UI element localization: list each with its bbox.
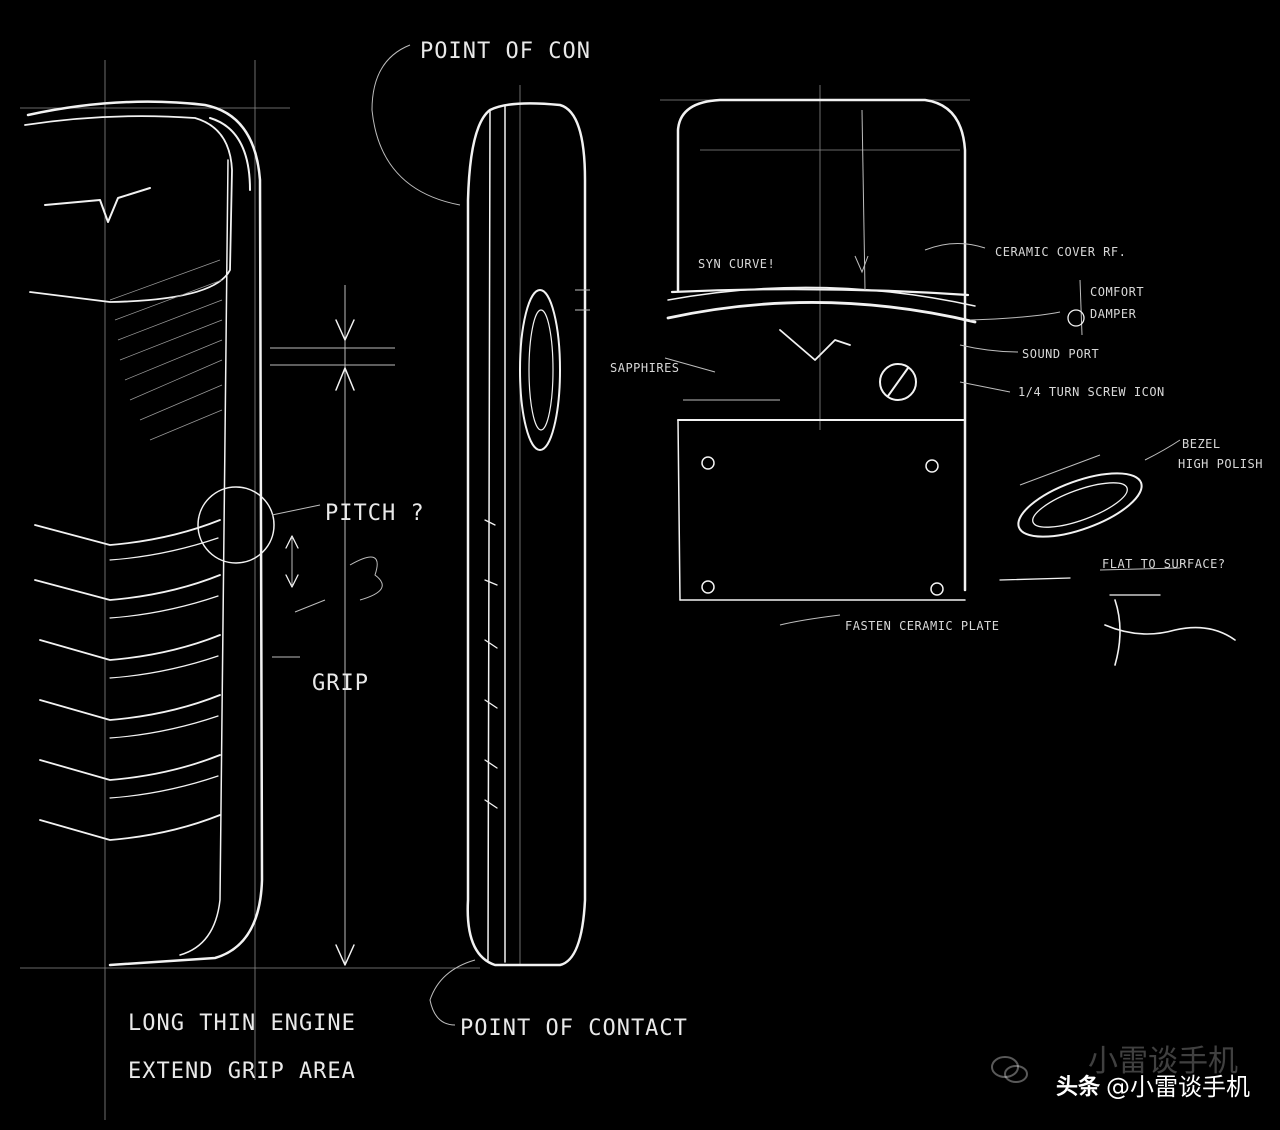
side-view-sketch	[371, 44, 590, 1026]
label-pitch: PITCH ?	[325, 501, 425, 526]
back-view-sketch	[660, 85, 1236, 666]
annotation-labels: POINT OF CON PITCH ? GRIP LONG THIN ENGI…	[128, 39, 1263, 1084]
label-syn-curve: SYN CURVE!	[698, 257, 775, 271]
label-point-of-contact-top: POINT OF CON	[420, 39, 591, 64]
label-quarter-turn: 1/4 TURN SCREW ICON	[1018, 385, 1165, 399]
label-bezel: BEZEL	[1182, 437, 1221, 451]
label-fasten-ceramic-plate: FASTEN CERAMIC PLATE	[845, 619, 1000, 633]
shading-hatch	[109, 259, 223, 441]
grip-ridges	[34, 519, 221, 841]
label-sound-port: SOUND PORT	[1022, 347, 1099, 361]
label-flat-to-surface: FLAT TO SURFACE?	[1102, 557, 1226, 571]
label-ceramic-cover: CERAMIC COVER RF.	[995, 245, 1126, 259]
watermark: 头条 @小雷谈手机	[1056, 1067, 1250, 1102]
front-view-sketch	[20, 60, 480, 1120]
label-grip: GRIP	[312, 671, 369, 696]
label-high-polish: HIGH POLISH	[1178, 457, 1263, 471]
screw-icon	[879, 363, 917, 401]
label-comfort: COMFORT	[1090, 285, 1144, 299]
watermark-faded-text: 小雷谈手机	[1088, 1044, 1238, 1079]
label-damper: DAMPER	[1090, 307, 1137, 321]
label-extend-grip-area: EXTEND GRIP AREA	[128, 1059, 356, 1084]
label-point-of-contact-bottom: POINT OF CONTACT	[460, 1016, 688, 1041]
label-long-thin-engine: LONG THIN ENGINE	[128, 1011, 356, 1036]
label-sapphires: SAPPHIRES	[610, 361, 680, 375]
watermark-logo: 头条	[1055, 1074, 1100, 1100]
watermark-handle: @小雷谈手机	[1106, 1073, 1250, 1101]
wechat-icon	[991, 1056, 1028, 1083]
